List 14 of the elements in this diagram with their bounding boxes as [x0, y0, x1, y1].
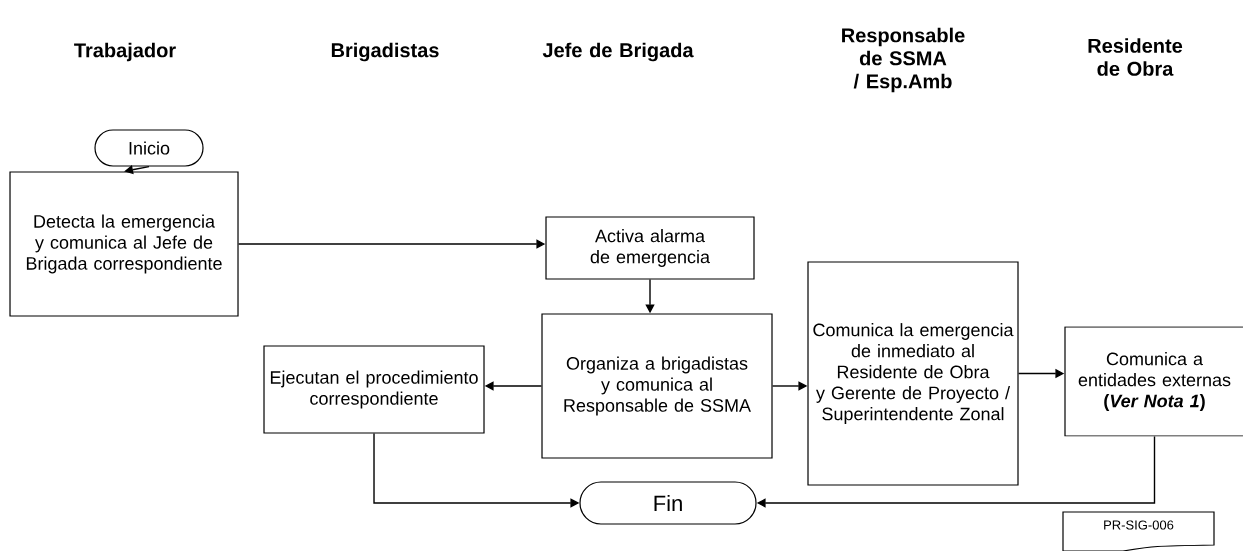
terminator: Fin	[579, 481, 757, 525]
terminator: Inicio	[94, 129, 204, 167]
process-box: Detecta la emergencia y comunica al Jefe de Brigada correspondiente	[9, 171, 239, 317]
column-header: Responsable de SSMA / Esp.Amb	[842, 27, 965, 93]
process-box: Comunica a entidades externas (Ver Nota 1)	[1064, 326, 1243, 437]
arrow	[124, 165, 150, 175]
process-box: Organiza a brigadistas y comunica al Responsable de SSMA	[541, 313, 773, 459]
column-header: Jefe de Brigada	[542, 42, 694, 62]
process-box: Activa alarma de emergencia	[545, 216, 755, 280]
column-header: Brigadistas	[331, 42, 439, 62]
process-box: Ejecutan el procedimiento correspondiente	[263, 345, 485, 434]
column-header: Trabajador	[74, 42, 176, 62]
process-box: Comunica la emergencia de inmediato al Residente de Obra y Gerente de Proyecto / Superintendente Zonal	[807, 261, 1019, 486]
column-header: Residente de Obra	[1088, 38, 1183, 76]
